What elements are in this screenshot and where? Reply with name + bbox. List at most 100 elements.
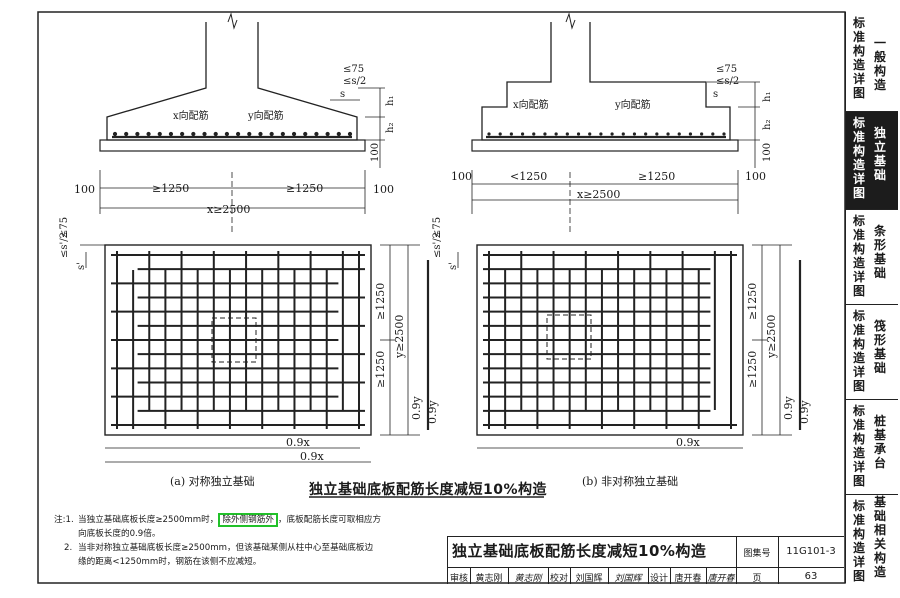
right-bar-dots <box>487 132 726 136</box>
right-elev-text: x向配筋 y向配筋 ≤75 ≤s/2 s h₁ h₂ 100 100 100 <… <box>451 64 773 201</box>
rebar-section <box>314 131 319 137</box>
rebar-section <box>124 131 129 137</box>
rebar-section <box>291 131 297 137</box>
note-1-num: 1. <box>65 515 74 525</box>
tab-isolated-foundation[interactable]: 标 准 构 造 详 图 独 立 基 础 <box>846 112 898 210</box>
rebar-section <box>576 132 581 136</box>
rebar-section <box>588 132 592 136</box>
right-column-outline <box>546 314 592 360</box>
rebar-section <box>280 131 285 137</box>
dim-09x-a: 0.9x <box>286 436 310 449</box>
tab-general-label: 一 般 构 造 <box>873 36 886 92</box>
tab-strip-foundation[interactable]: 标 准 构 造 详 图 条 形 基 础 <box>846 210 898 305</box>
notes-label: 注: <box>54 515 66 525</box>
dim-x2500: x≥2500 <box>207 203 250 216</box>
rebar-section <box>509 132 513 136</box>
dim-h2: h₂ <box>385 123 396 133</box>
title-block: 独立基础底板配筋长度减短10%构造 图集号 11G101-3 页 63 审核 黄… <box>447 536 844 584</box>
dim-09x-a-r: 0.9x <box>676 436 700 449</box>
side-sp2: ≤s'/2 <box>59 232 70 258</box>
dim-1250-a-r: <1250 <box>510 170 547 183</box>
dim-09y-b-r: 0.9y <box>798 400 811 424</box>
note-2-num: 2. <box>64 543 73 553</box>
rebar-section <box>599 132 603 136</box>
reviewer-name: 黄志刚 <box>475 574 503 584</box>
tab-strip-label: 条 形 基 础 <box>873 224 886 280</box>
checker-name: 刘国辉 <box>575 574 603 584</box>
tab-pile-series: 标 准 构 造 详 图 <box>852 404 865 488</box>
rebar-section <box>677 132 681 136</box>
dim-y1250-a: ≥1250 <box>374 283 387 320</box>
rebar-section <box>532 132 536 136</box>
left-elev-text: x向配筋 y向配筋 ≤75 ≤s/2 s h₁ h₂ 100 100 100 ≥… <box>74 64 396 216</box>
rebar-section <box>543 132 547 136</box>
caption-b: (b) 非对称独立基础 <box>582 474 678 488</box>
dim-75-r: ≤75 <box>716 64 737 75</box>
dim-y2500: y≥2500 <box>393 315 406 359</box>
rebar-section <box>336 131 341 137</box>
reviewer-signature: 黄志刚 <box>514 574 542 584</box>
side-75-r: ≤75 <box>432 217 443 238</box>
rebar-section <box>269 131 274 137</box>
dim-1250-a: ≥1250 <box>152 182 189 195</box>
rebar-section <box>258 131 263 137</box>
x-bar-label-r: x向配筋 <box>513 98 549 111</box>
tab-related-construction[interactable]: 标 准 构 造 详 图 基 础 相 关 构 造 <box>846 495 898 583</box>
tab-raft-series: 标 准 构 造 详 图 <box>852 309 865 393</box>
rebar-section <box>112 131 118 137</box>
dim-100-right-r: 100 <box>745 170 766 183</box>
dim-100-side-r: 100 <box>762 143 773 162</box>
tab-general[interactable]: 标 准 构 造 详 图 一 般 构 造 <box>846 12 898 112</box>
note-1-highlight: 除外侧钢筋外 <box>218 513 278 527</box>
note-2: 2. 当非对称独立基础底板长度≥2500mm，但该基础某侧从柱中心至基础底板边 <box>54 541 449 555</box>
tab-raft-foundation[interactable]: 标 准 构 造 详 图 筏 形 基 础 <box>846 305 898 400</box>
rebar-section <box>347 131 353 137</box>
rebar-section <box>610 132 614 136</box>
left-plan <box>80 244 430 463</box>
rebar-section <box>644 132 648 136</box>
category-tabs: 标 准 构 造 详 图 一 般 构 造 标 准 构 造 详 图 独 立 基 础 … <box>845 12 898 583</box>
rebar-section <box>157 131 162 137</box>
rebar-section <box>666 132 670 136</box>
dim-x2500-r: x≥2500 <box>577 188 620 201</box>
rebar-section <box>722 132 726 136</box>
y-bar-label: y向配筋 <box>247 109 284 122</box>
atlas-number: 11G101-3 <box>786 546 836 557</box>
rebar-section <box>168 131 174 137</box>
rebar-section <box>700 132 704 136</box>
tab-general-series: 标 准 构 造 详 图 <box>852 16 865 100</box>
rebar-section <box>565 132 569 136</box>
right-plan-text: ≤75 ≤s'/2 s' ≥1250 ≥1250 y≥2500 0.9y 0.9… <box>432 217 811 488</box>
dim-09x-b: 0.9x <box>300 450 324 463</box>
rebar-section <box>202 131 207 137</box>
dim-100-side: 100 <box>370 143 381 162</box>
dim-y1250-a-r: ≥1250 <box>746 283 759 320</box>
left-plan-text: ≤75 ≤s'/2 s' ≥1250 ≥1250 y≥2500 0.9y 0.9… <box>59 217 439 488</box>
rebar-section <box>135 131 140 137</box>
rebar-section <box>191 131 196 137</box>
dim-09y-a: 0.9y <box>410 396 423 420</box>
tab-pile-cap[interactable]: 标 准 构 造 详 图 桩 基 承 台 <box>846 400 898 495</box>
tab-strip-series: 标 准 构 造 详 图 <box>852 214 865 298</box>
left-elevation <box>99 12 385 232</box>
tab-related-label: 基 础 相 关 构 造 <box>873 495 886 579</box>
rebar-section <box>303 131 308 137</box>
dim-s-half-r: ≤s/2 <box>716 76 739 87</box>
side-sp: s' <box>76 262 87 270</box>
rebar-section <box>554 132 558 136</box>
right-elevation <box>471 12 760 232</box>
rebar-section <box>247 131 252 137</box>
dim-75: ≤75 <box>343 64 364 75</box>
tab-isolated-label: 独 立 基 础 <box>873 126 886 182</box>
caption-a: (a) 对称独立基础 <box>170 474 255 488</box>
rebar-section <box>655 132 659 136</box>
dim-s-r: s <box>713 89 718 100</box>
dim-y1250-b-r: ≥1250 <box>746 351 759 388</box>
dim-100-left-r: 100 <box>451 170 472 183</box>
rebar-section <box>325 131 330 137</box>
note-2-text-a: 当非对称独立基础底板长度≥2500mm，但该基础某侧从柱中心至基础底板边 <box>78 543 374 553</box>
x-bar-label: x向配筋 <box>173 109 209 122</box>
note-2-cont: 缘的距离<1250mm时，钢筋在该侧不应减短。 <box>54 555 449 569</box>
notes: 注:1. 当独立基础底板长度≥2500mm时，除外侧钢筋外，底板配筋长度可取相应… <box>54 513 449 569</box>
